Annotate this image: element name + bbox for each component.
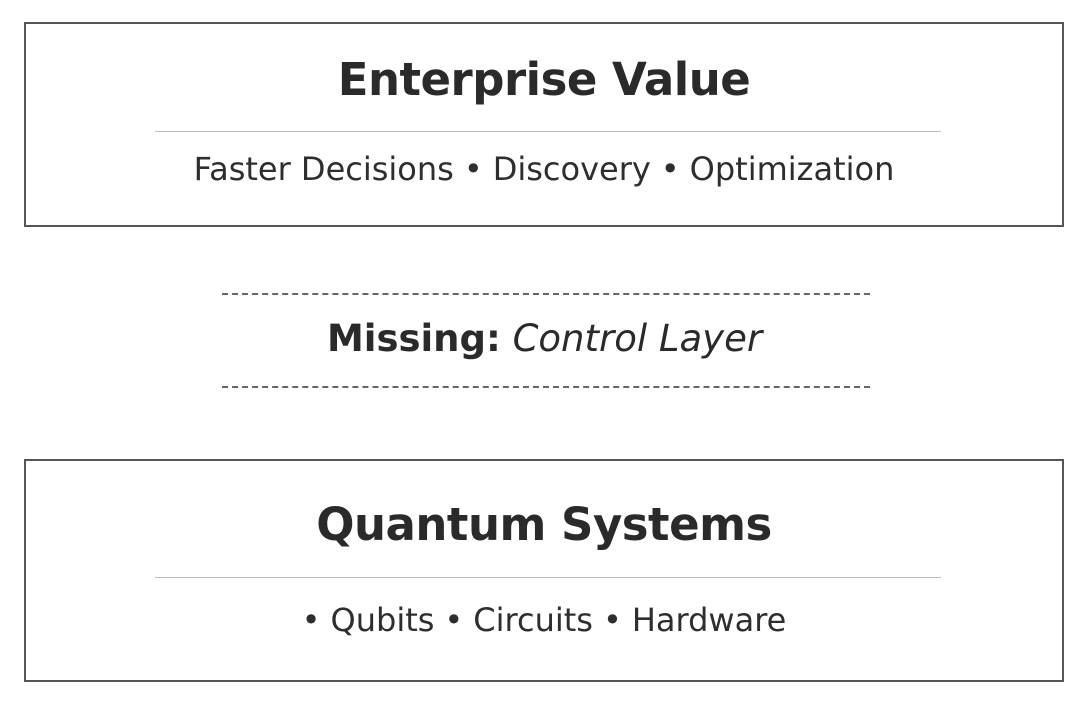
bullet-separator: • [463, 150, 483, 188]
upper-dashed-line [222, 293, 870, 295]
enterprise-value-title: Enterprise Value [337, 53, 751, 106]
item-optimization: Optimization [689, 150, 895, 188]
enterprise-value-box: Enterprise Value Faster Decisions•Discov… [24, 22, 1064, 227]
bullet-separator: • [660, 150, 680, 188]
quantum-systems-box: Quantum Systems •Qubits•Circuits•Hardwar… [24, 459, 1064, 682]
missing-layer-label: Missing: Control Layer [0, 320, 1089, 357]
leading-bullet: • [301, 601, 321, 639]
bullet-separator: • [602, 601, 622, 639]
quantum-systems-items: •Qubits•Circuits•Hardware [26, 604, 1062, 636]
missing-value: Control Layer [512, 317, 763, 360]
quantum-systems-divider [155, 577, 941, 578]
bullet-separator: • [444, 601, 464, 639]
item-qubits: Qubits [330, 601, 435, 639]
item-discovery: Discovery [492, 150, 651, 188]
item-circuits: Circuits [473, 601, 593, 639]
enterprise-value-items: Faster Decisions•Discovery•Optimization [26, 153, 1062, 185]
item-faster-decisions: Faster Decisions [193, 150, 454, 188]
missing-label: Missing: [326, 317, 501, 360]
quantum-systems-title: Quantum Systems [316, 498, 772, 551]
lower-dashed-line [222, 386, 870, 388]
item-hardware: Hardware [631, 601, 787, 639]
enterprise-value-divider [155, 131, 941, 132]
